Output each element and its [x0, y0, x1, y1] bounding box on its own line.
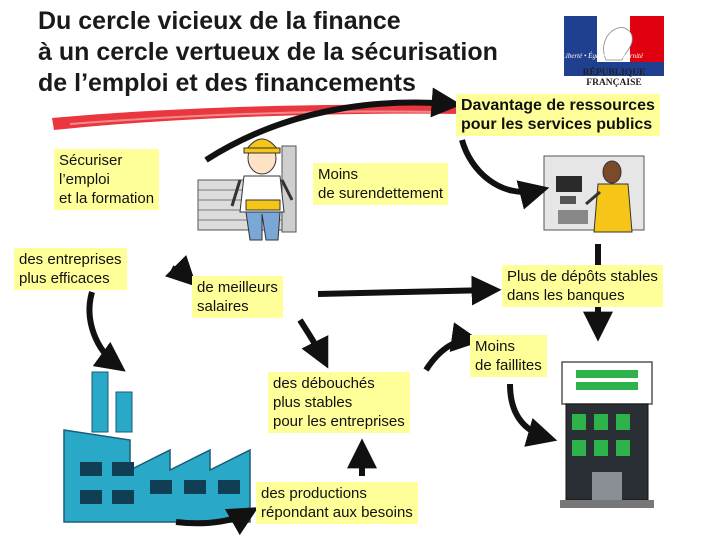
node-ressources-line-1: Davantage de ressources: [461, 97, 655, 114]
node-ressources-line-2: pour les services publics: [461, 116, 653, 133]
arrow-salaires-to-debouches: [297, 318, 329, 369]
node-debouches-line-1: des débouchés: [273, 375, 375, 392]
node-ressources: Davantage de ressources pour les service…: [456, 94, 660, 136]
node-productions: des productions répondant aux besoins: [256, 482, 418, 524]
logo-republique-francaise: RÉPUBLIQUE FRANÇAISE: [582, 68, 646, 88]
node-faillites: Moins de faillites: [470, 335, 547, 377]
node-salaires: de meilleurs salaires: [192, 276, 283, 318]
arrow-debouches-to-faillites: [423, 322, 482, 372]
arrow-entreprises-to-factory: [86, 291, 126, 372]
arrow-ressources-to-atm: [459, 139, 550, 210]
node-entreprises: des entreprises plus efficaces: [14, 248, 127, 290]
node-debouches-line-3: pour les entreprises: [273, 413, 405, 430]
node-productions-line-2: répondant aux besoins: [261, 504, 413, 521]
node-debouches-line-2: plus stables: [273, 394, 353, 411]
node-surendettement-line-2: de surendettement: [318, 185, 444, 202]
red-brushstroke: [52, 104, 462, 130]
republic-logo-icon: [564, 16, 664, 76]
node-securiser-line-3: et la formation: [59, 190, 155, 207]
node-faillites-line-2: de faillites: [475, 357, 542, 374]
node-salaires-line-1: de meilleurs: [197, 279, 278, 296]
title-line-2: à un cercle vertueux de la sécurisation: [38, 38, 498, 66]
title-line-3: de l’emploi et des financements: [38, 69, 416, 97]
arrow-faillites-to-bank: [507, 383, 558, 447]
node-depots-line-2: dans les banques: [507, 287, 625, 304]
node-faillites-line-1: Moins: [475, 338, 516, 355]
node-productions-line-1: des productions: [261, 485, 367, 502]
node-salaires-line-2: salaires: [197, 298, 249, 315]
arrow-salaires-to-depots: [317, 275, 502, 306]
arrow-securiser-to-ressources: [204, 87, 462, 163]
page-title: Du cercle vicieux de la finance à un cer…: [38, 6, 498, 99]
node-surendettement-line-1: Moins: [318, 166, 359, 183]
node-securiser-line-2: l’emploi: [59, 171, 110, 188]
atm-icon: [543, 155, 645, 233]
node-securiser-line-1: Sécuriser: [59, 152, 123, 169]
node-surendettement: Moins de surendettement: [313, 163, 449, 205]
node-securiser: Sécuriser l’emploi et la formation: [54, 149, 160, 210]
factory-icon: [63, 371, 251, 523]
arrow-entreprises-to-salaires: [164, 254, 197, 287]
worker-icon: [197, 138, 297, 241]
logo-motto: Liberté • Égalité • Fraternité: [562, 52, 644, 60]
node-depots: Plus de dépôts stables dans les banques: [502, 265, 663, 307]
title-line-1: Du cercle vicieux de la finance: [38, 7, 401, 35]
node-entreprises-line-1: des entreprises: [19, 251, 122, 268]
node-debouches: des débouchés plus stables pour les entr…: [268, 372, 410, 433]
bank-building-icon: [560, 361, 654, 508]
arrow-factory-to-productions: [175, 507, 259, 536]
node-depots-line-1: Plus de dépôts stables: [507, 268, 658, 285]
node-entreprises-line-2: plus efficaces: [19, 270, 110, 287]
